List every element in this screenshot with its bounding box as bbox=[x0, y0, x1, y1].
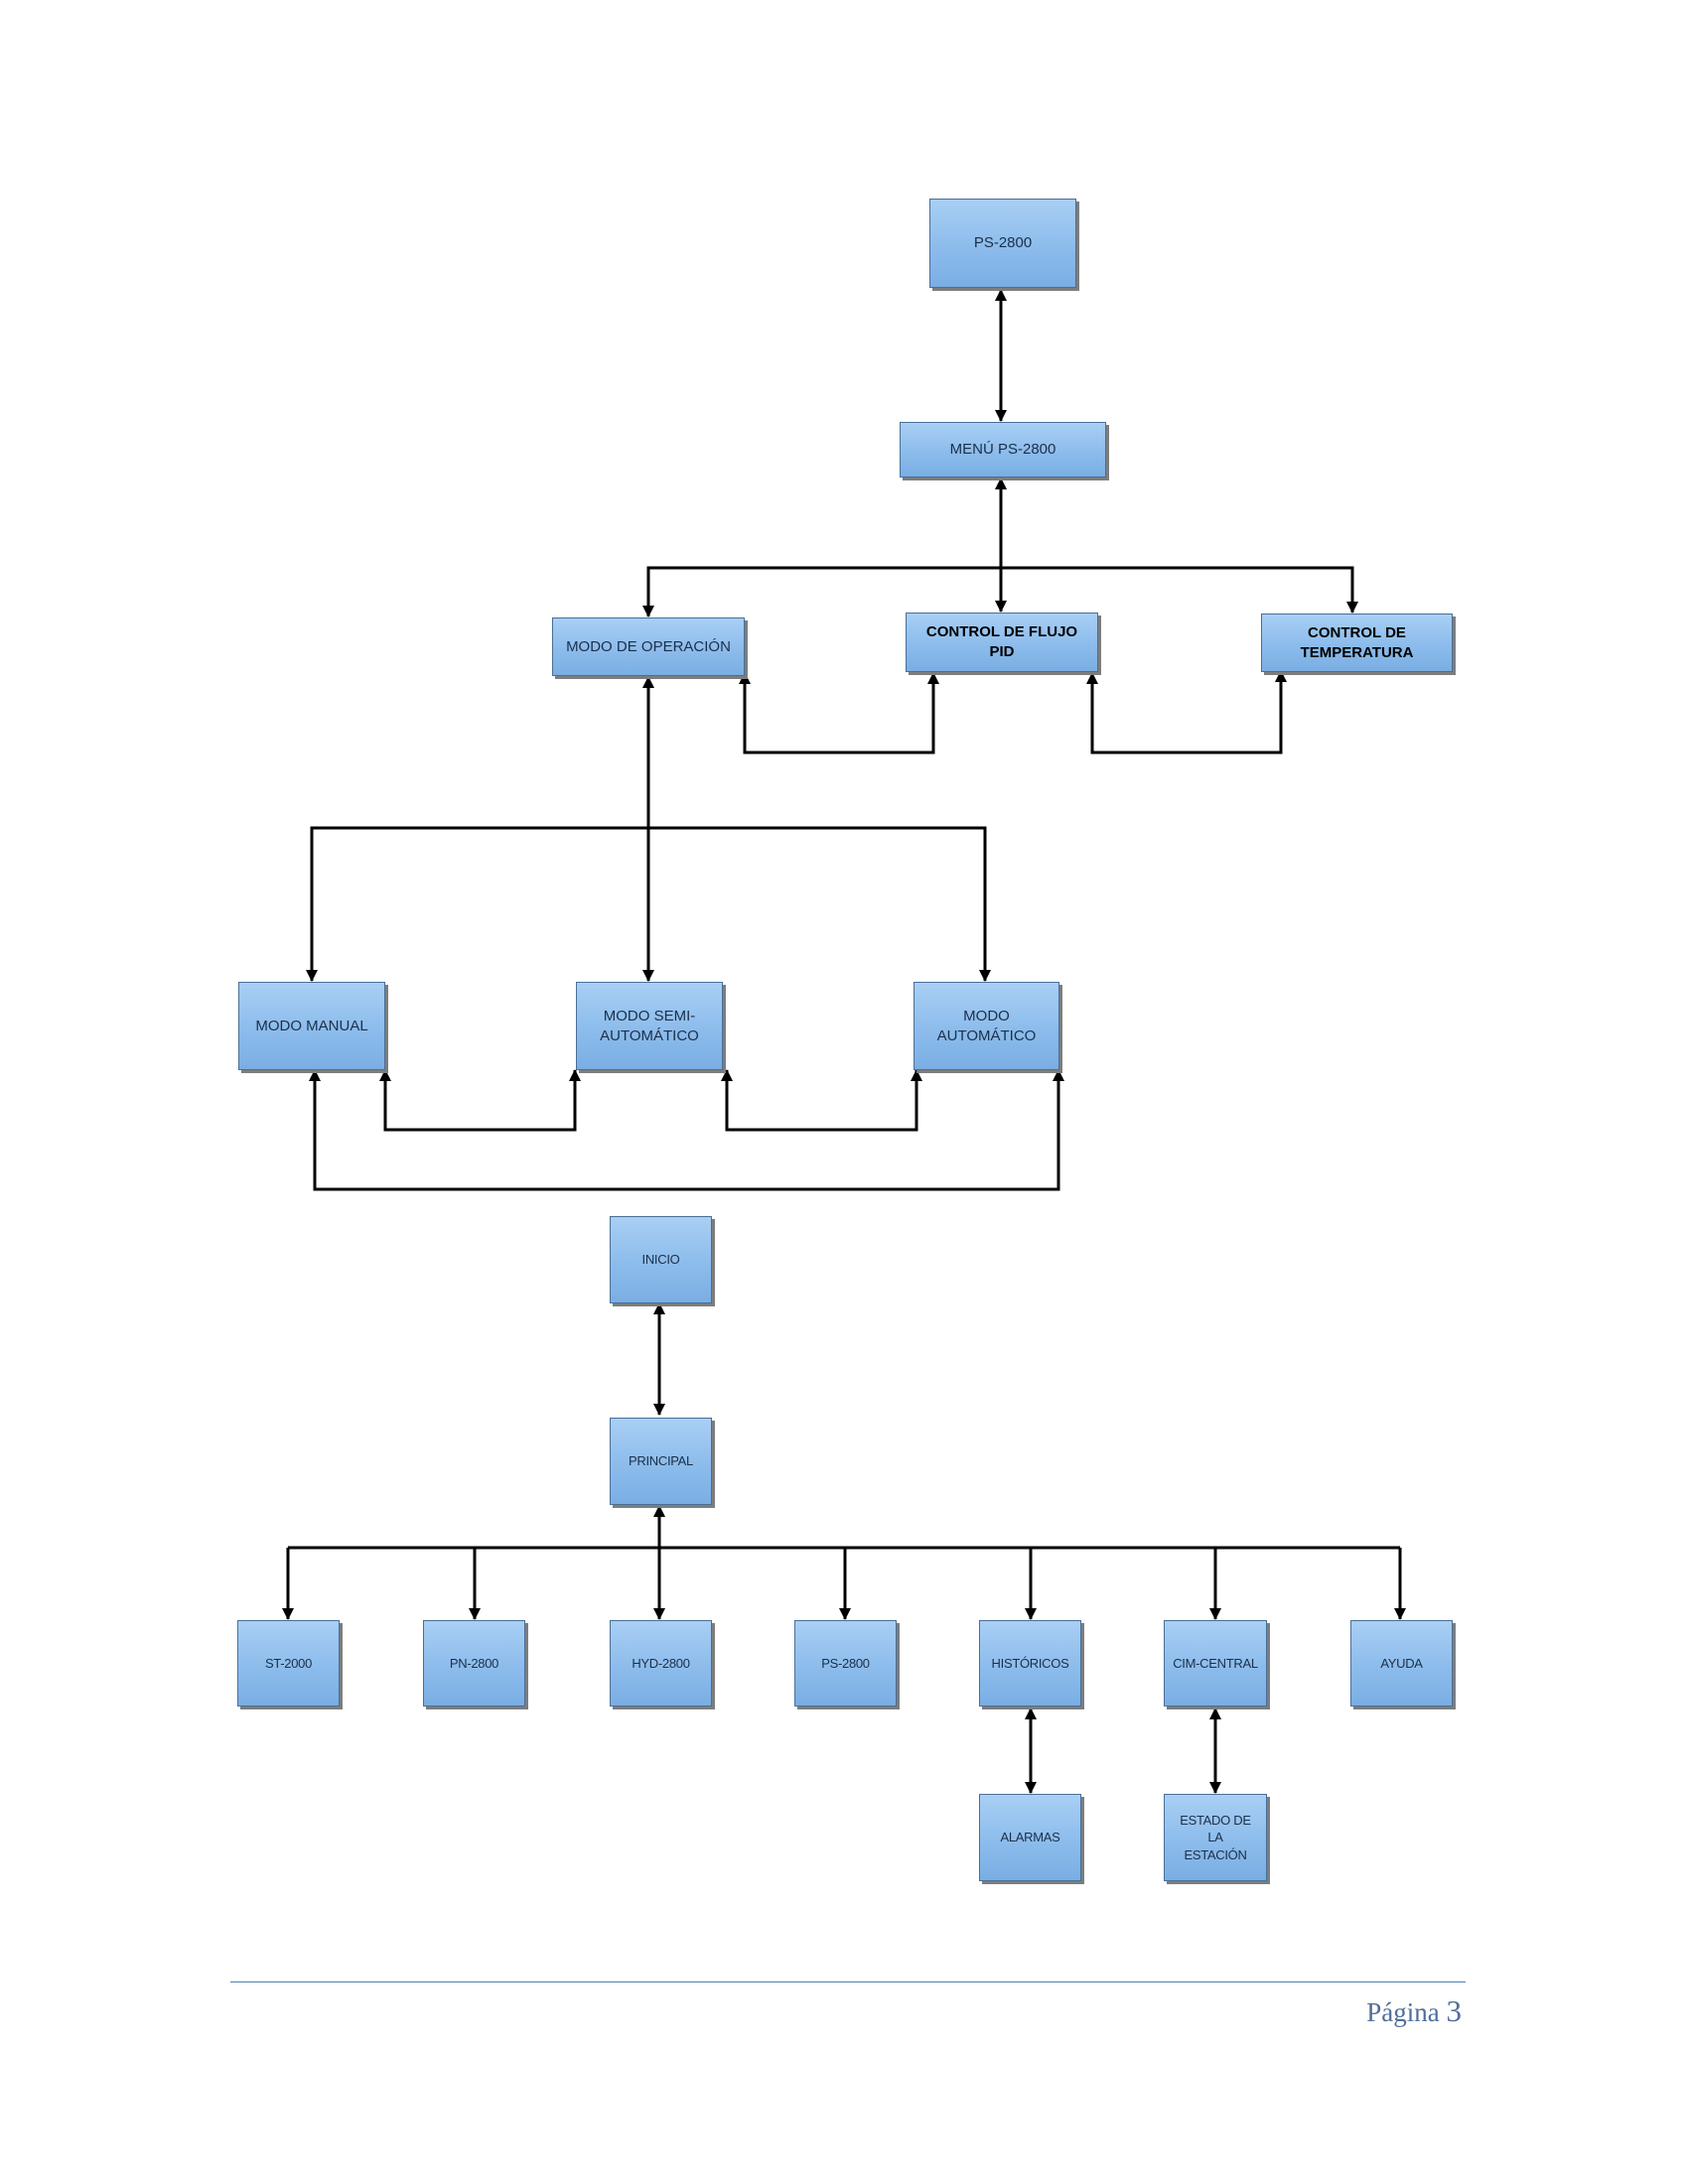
connector-control-flujo-control-temp bbox=[1086, 670, 1287, 754]
connector-semi-auto bbox=[721, 1069, 922, 1132]
node-control-temperatura: CONTROL DE TEMPERATURA bbox=[1261, 614, 1453, 672]
connector-menu-modo-operacion bbox=[642, 566, 1001, 617]
connector-manual-auto bbox=[309, 1069, 1064, 1191]
footer-divider bbox=[230, 1981, 1466, 1982]
page-number-label: Página 3 bbox=[1366, 1993, 1462, 2029]
node-principal: PRINCIPAL bbox=[610, 1418, 712, 1505]
connector-modo-operacion-control-flujo bbox=[739, 672, 939, 754]
node-ayuda: AYUDA bbox=[1350, 1620, 1453, 1706]
node-ps2800-top: PS-2800 bbox=[929, 199, 1076, 288]
node-menu-ps2800: MENÚ PS-2800 bbox=[900, 422, 1106, 478]
node-hyd2800: HYD-2800 bbox=[610, 1620, 712, 1706]
page-number: 3 bbox=[1446, 1993, 1463, 2028]
connector-manual-semi bbox=[379, 1069, 581, 1132]
connector-modo-operacion-modo-auto bbox=[648, 826, 991, 982]
node-estado-estacion: ESTADO DE LA ESTACIÓN bbox=[1164, 1794, 1267, 1881]
page-word: Página bbox=[1366, 1997, 1440, 2027]
node-historicos: HISTÓRICOS bbox=[979, 1620, 1081, 1706]
node-st2000: ST-2000 bbox=[237, 1620, 340, 1706]
node-pn2800: PN-2800 bbox=[423, 1620, 525, 1706]
node-inicio: INICIO bbox=[610, 1216, 712, 1303]
node-modo-operacion: MODO DE OPERACIÓN bbox=[552, 617, 745, 676]
node-alarmas: ALARMAS bbox=[979, 1794, 1081, 1881]
node-control-flujo-pid: CONTROL DE FLUJO PID bbox=[906, 613, 1098, 672]
connector-menu-control-temp bbox=[1001, 566, 1358, 614]
node-ps2800-bottom: PS-2800 bbox=[794, 1620, 897, 1706]
node-modo-semi-automatico: MODO SEMI-AUTOMÁTICO bbox=[576, 982, 723, 1070]
node-modo-manual: MODO MANUAL bbox=[238, 982, 385, 1070]
connector-modo-operacion-modo-manual bbox=[306, 826, 648, 982]
node-cim-central: CIM-CENTRAL bbox=[1164, 1620, 1267, 1706]
node-modo-automatico: MODO AUTOMÁTICO bbox=[914, 982, 1059, 1070]
